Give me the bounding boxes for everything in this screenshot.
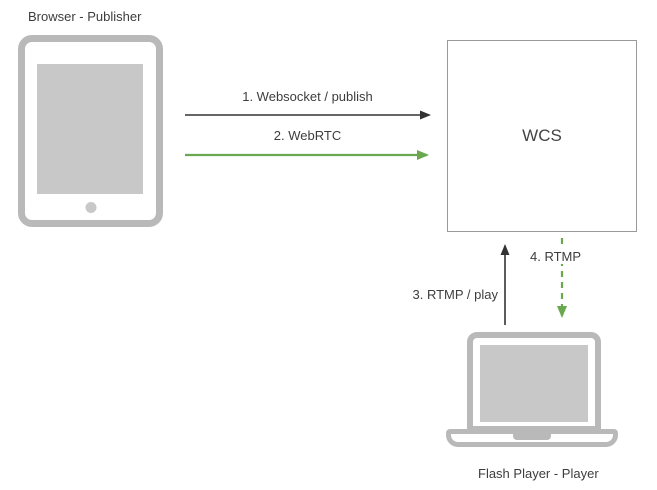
edge-label-webrtc: 2. WebRTC	[273, 128, 342, 143]
publisher-label: Browser - Publisher	[28, 9, 142, 24]
tablet-icon	[18, 35, 163, 227]
laptop-display	[480, 345, 588, 422]
player-label: Flash Player - Player	[478, 466, 599, 481]
tablet-home-button-icon	[85, 202, 96, 213]
laptop-icon	[467, 332, 601, 432]
edge-label-rtmp-play: 3. RTMP / play	[412, 287, 499, 302]
laptop-base	[446, 429, 618, 447]
wcs-label: WCS	[522, 126, 562, 145]
laptop-notch	[513, 434, 551, 440]
edge-label-rtmp: 4. RTMP	[527, 249, 585, 264]
edge-label-websocket-publish: 1. Websocket / publish	[242, 89, 373, 104]
tablet-screen	[37, 64, 143, 194]
wcs-server-box: WCS	[447, 40, 637, 232]
